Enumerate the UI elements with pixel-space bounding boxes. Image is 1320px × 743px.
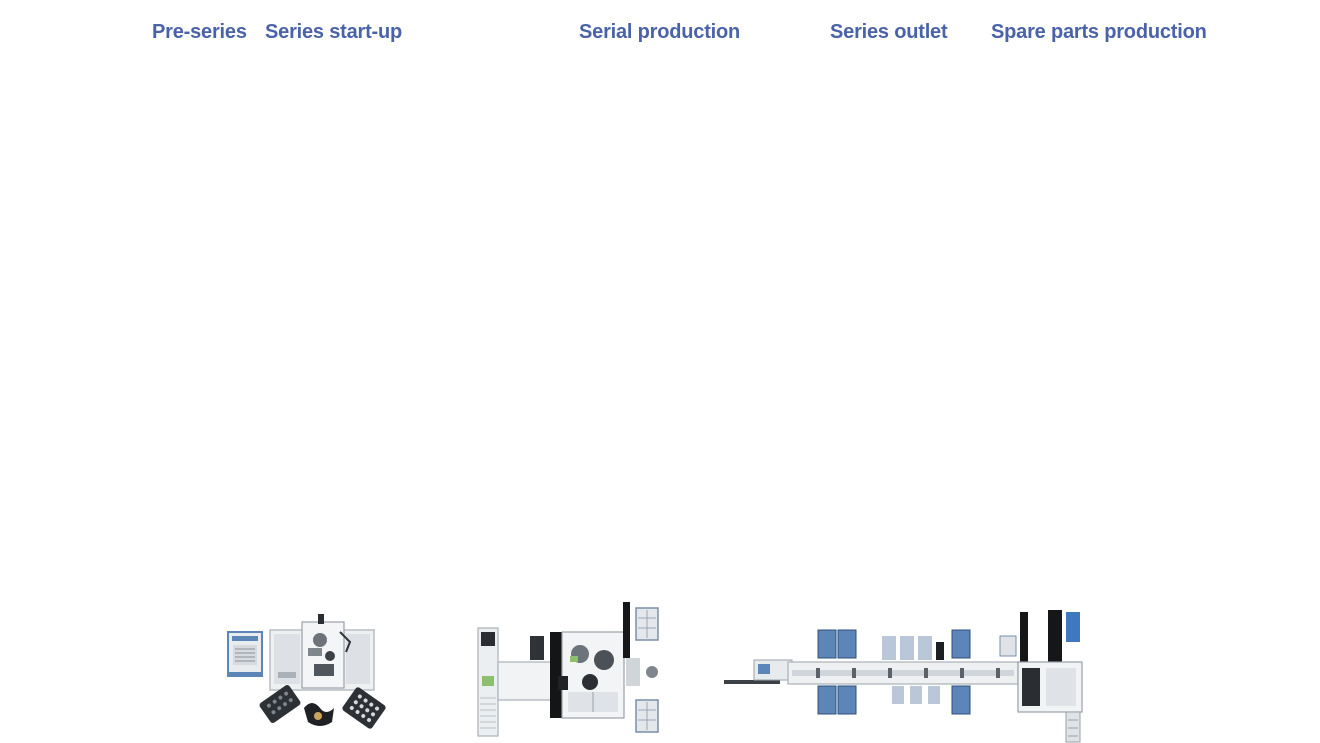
end-station — [1017, 610, 1083, 743]
infeed-conveyor — [477, 627, 499, 737]
outfeed-rail — [724, 659, 793, 684]
phase-label-pre-series: Pre-series — [152, 21, 247, 43]
compact-assembly-cell-image — [227, 614, 386, 729]
cell-frame — [269, 614, 375, 691]
phase-label-series-outlet: Series outlet — [830, 21, 948, 43]
top-stations — [817, 629, 1017, 660]
parts-tray-right — [342, 687, 386, 729]
parts-tray-left — [259, 685, 301, 723]
phase-label-serial-production: Serial production — [579, 21, 741, 43]
control-cabinet — [227, 631, 263, 677]
bottom-stations — [817, 685, 971, 715]
large-transfer-line-image — [724, 610, 1083, 743]
workpiece-fixture — [304, 703, 334, 726]
medium-assembly-line-image — [477, 602, 659, 737]
main-frame — [497, 631, 625, 719]
phase-label-series-start-up: Series start-up — [265, 21, 403, 43]
transfer-frame — [787, 661, 1019, 685]
tower-and-feeders — [623, 602, 659, 733]
phase-label-spare-parts-production: Spare parts production — [991, 21, 1207, 43]
